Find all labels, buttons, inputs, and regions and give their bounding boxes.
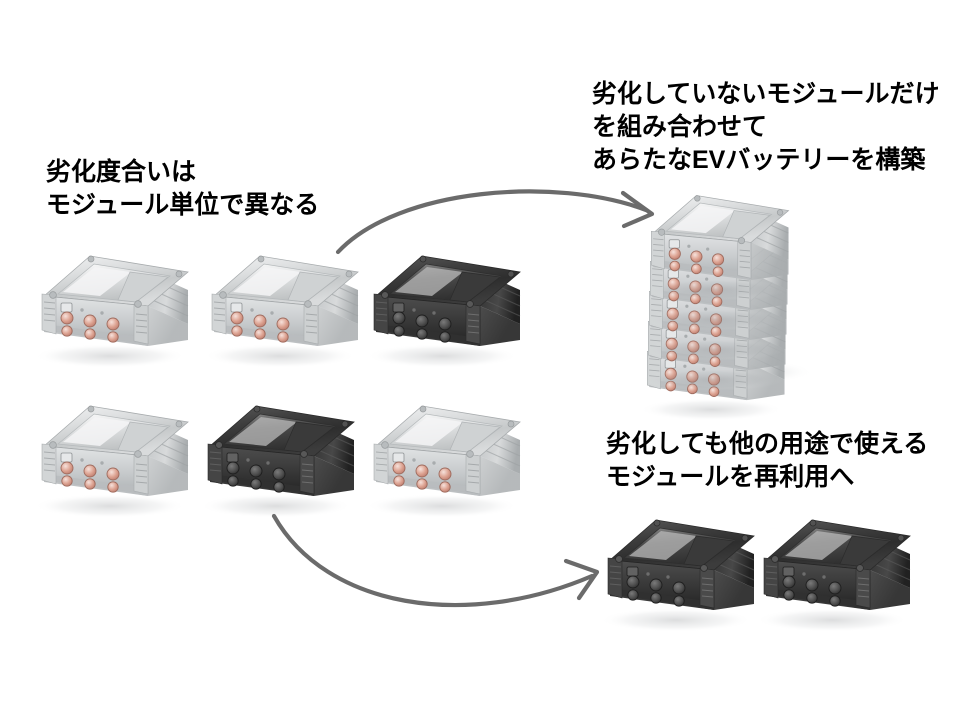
battery-module-good[interactable] <box>365 405 521 519</box>
battery-module-good[interactable] <box>33 405 189 519</box>
module-row-1 <box>33 405 521 519</box>
battery-module-degraded[interactable] <box>599 519 755 633</box>
module-row-0 <box>33 255 521 369</box>
caption-build-new-ev-battery: 劣化していないモジュールだけ を組み合わせて あらたなEVバッテリーを構築 <box>592 80 940 174</box>
stack-layer <box>643 195 790 302</box>
rebuilt-battery-stack[interactable] <box>639 195 814 422</box>
reuse-modules <box>599 519 911 633</box>
arrow-to-reuse <box>271 513 600 608</box>
battery-module-good[interactable] <box>203 255 359 369</box>
battery-module-degraded[interactable] <box>365 255 521 369</box>
battery-module-good[interactable] <box>33 255 189 369</box>
arrow-to-stack <box>335 189 655 255</box>
caption-degradation-varies: 劣化度合いは モジュール単位で異なる <box>46 158 320 219</box>
battery-module-degraded[interactable] <box>755 519 911 633</box>
caption-reuse-degraded-modules: 劣化しても他の用途で使える モジュールを再利用へ <box>606 430 929 491</box>
battery-module-degraded[interactable] <box>199 405 355 519</box>
